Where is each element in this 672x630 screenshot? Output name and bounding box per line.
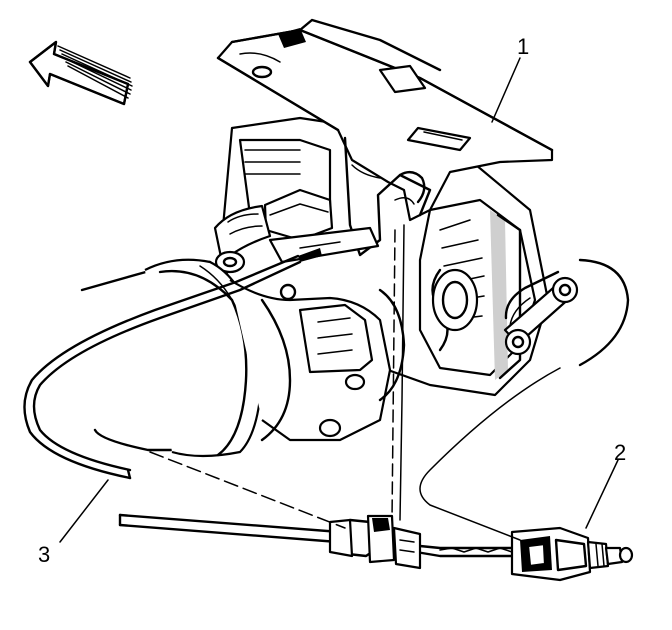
air-intake-duct [80,258,406,458]
leader-lines [59,57,619,543]
cable-mount [213,188,380,301]
callout-2: 2 [614,440,626,465]
throttle-cable [118,513,634,582]
callout-1: 1 [517,34,529,59]
throttle-lever [503,258,630,367]
callout-3: 3 [38,542,50,567]
forward-arrow-icon [28,40,133,106]
accelerator-cable [23,248,322,480]
routing-lines [149,224,561,541]
